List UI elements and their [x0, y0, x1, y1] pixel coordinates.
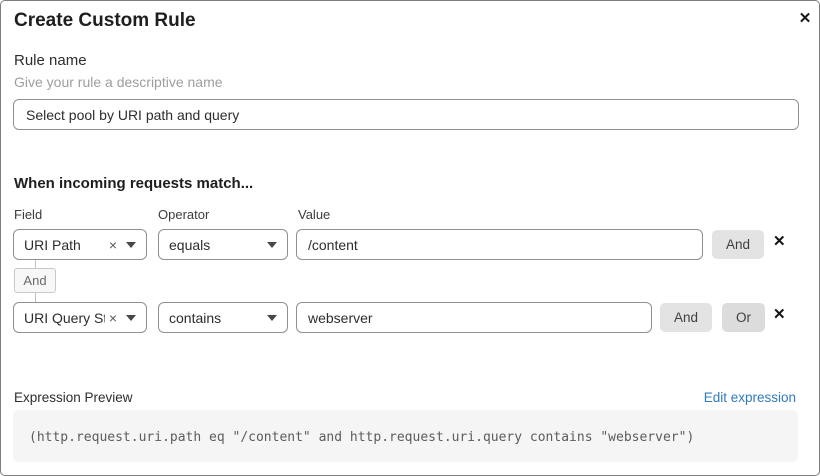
row1-value-input[interactable] [296, 229, 703, 260]
row1-operator-value: equals [169, 236, 211, 253]
rule-name-helper: Give your rule a descriptive name [14, 74, 223, 90]
row2-operator-value: contains [169, 309, 222, 326]
row2-field-select[interactable]: URI Query St... × [13, 302, 147, 333]
row1-field-clear-icon[interactable]: × [108, 236, 117, 253]
row1-operator-chevron-down-icon [267, 241, 277, 248]
expression-preview-block: (http.request.uri.path eq "/content" and… [13, 410, 798, 462]
row1-delete-icon[interactable]: ✕ [773, 233, 786, 250]
value-column-label: Value [298, 207, 331, 222]
edit-expression-link[interactable]: Edit expression [703, 390, 796, 405]
connector-line-top [35, 260, 36, 269]
row1-operator-select[interactable]: equals [158, 229, 288, 260]
row1-field-select[interactable]: URI Path × [13, 229, 147, 260]
operator-column-label: Operator [158, 207, 210, 222]
expression-code: (http.request.uri.path eq "/content" and… [29, 430, 695, 445]
row2-value-input[interactable] [296, 302, 652, 333]
row2-operator-select[interactable]: contains [158, 302, 288, 333]
rule-name-input[interactable] [13, 99, 799, 130]
row2-delete-icon[interactable]: ✕ [773, 306, 786, 323]
expression-preview-label: Expression Preview [14, 390, 133, 405]
close-icon[interactable]: ✕ [794, 7, 816, 29]
rule-name-label: Rule name [14, 52, 87, 69]
row2-field-clear-icon[interactable]: × [108, 309, 117, 326]
row1-field-chevron-down-icon [126, 241, 136, 248]
row2-or-button[interactable]: Or [722, 303, 765, 332]
row1-and-button[interactable]: And [712, 230, 765, 259]
row2-and-button[interactable]: And [660, 303, 713, 332]
row2-field-chevron-down-icon [126, 314, 136, 321]
dialog-title: Create Custom Rule [14, 10, 196, 31]
connector-and-badge[interactable]: And [14, 268, 56, 293]
row1-field-value: URI Path [24, 236, 81, 253]
row2-operator-chevron-down-icon [267, 314, 277, 321]
row2-field-value: URI Query St... [24, 309, 105, 326]
connector-line-bottom [35, 293, 36, 303]
match-heading: When incoming requests match... [14, 175, 254, 192]
field-column-label: Field [14, 207, 43, 222]
